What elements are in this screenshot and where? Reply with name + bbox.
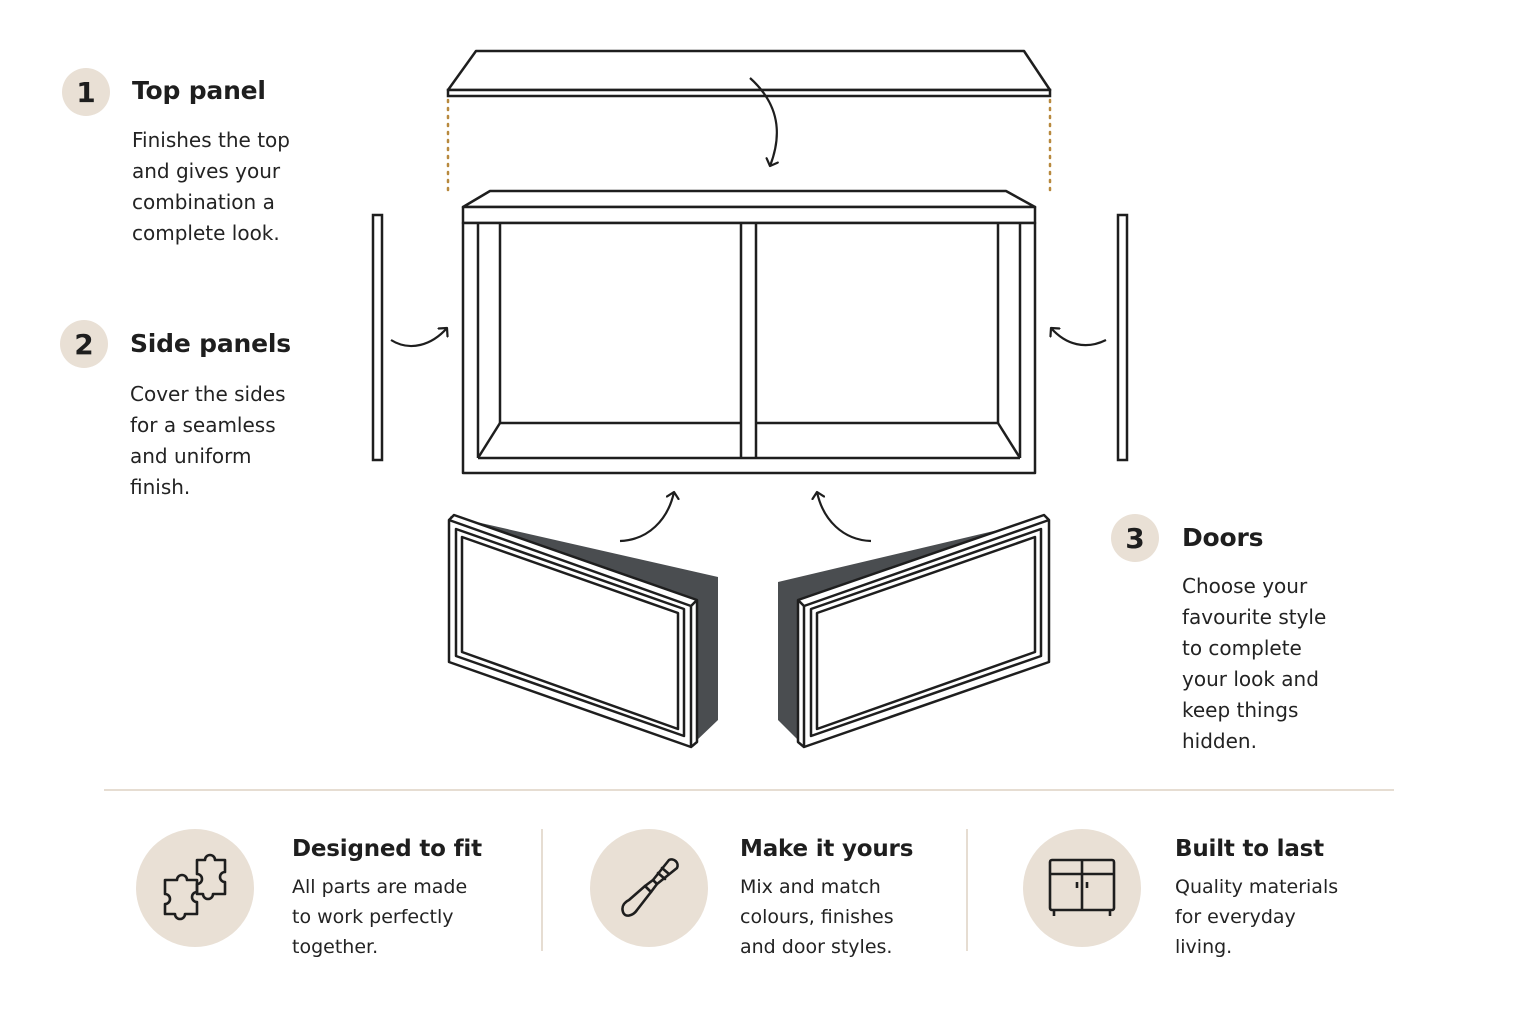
puzzle-icon: [163, 853, 227, 921]
step-1-title: Top panel: [132, 76, 266, 105]
step-2-description: Cover the sides for a seamless and unifo…: [130, 382, 286, 499]
feature-1-description: All parts are made to work perfectly tog…: [292, 876, 468, 958]
cabinet-diagram: [371, 49, 1129, 749]
step-1-number: 1: [62, 68, 110, 116]
feature-1-title: Designed to fit: [292, 836, 482, 862]
feature-3-badge: [1023, 829, 1141, 947]
feature-separator-1: [541, 829, 543, 951]
cabinet-icon: [1048, 858, 1116, 916]
step-1: 1: [62, 68, 110, 116]
step-3-number: 3: [1111, 514, 1159, 562]
paintbrush-icon: [621, 858, 679, 917]
top-panel: [446, 49, 1052, 98]
arrow-door-right: [817, 492, 872, 543]
step-2: 2: [60, 320, 108, 368]
step-2-number: 2: [60, 320, 108, 368]
feature-3-title: Built to last: [1175, 836, 1324, 862]
feature-1-badge: [136, 829, 254, 947]
feature-2-badge: [590, 829, 708, 947]
feature-separator-2: [966, 829, 968, 951]
step-3-title: Doors: [1182, 523, 1264, 552]
step-3: 3: [1111, 514, 1159, 562]
step-1-description: Finishes the top and gives your combinat…: [132, 128, 290, 245]
arrow-side-right: [1051, 328, 1107, 347]
door-left: [447, 513, 699, 749]
side-panel-right: [1116, 213, 1129, 462]
feature-2-title: Make it yours: [740, 836, 914, 862]
door-right: [796, 513, 1051, 749]
arrow-top-panel: [749, 77, 777, 166]
section-divider: [104, 789, 1394, 791]
step-2-title: Side panels: [130, 329, 291, 358]
cabinet-frame: [461, 189, 1037, 475]
side-panel-left: [371, 213, 384, 462]
step-3-description: Choose your favourite style to complete …: [1182, 574, 1327, 753]
arrow-side-left: [390, 328, 447, 348]
feature-2-description: Mix and match colours, finishes and door…: [740, 876, 894, 958]
feature-3-description: Quality materials for everyday living.: [1175, 876, 1339, 958]
arrow-door-left: [619, 492, 674, 543]
